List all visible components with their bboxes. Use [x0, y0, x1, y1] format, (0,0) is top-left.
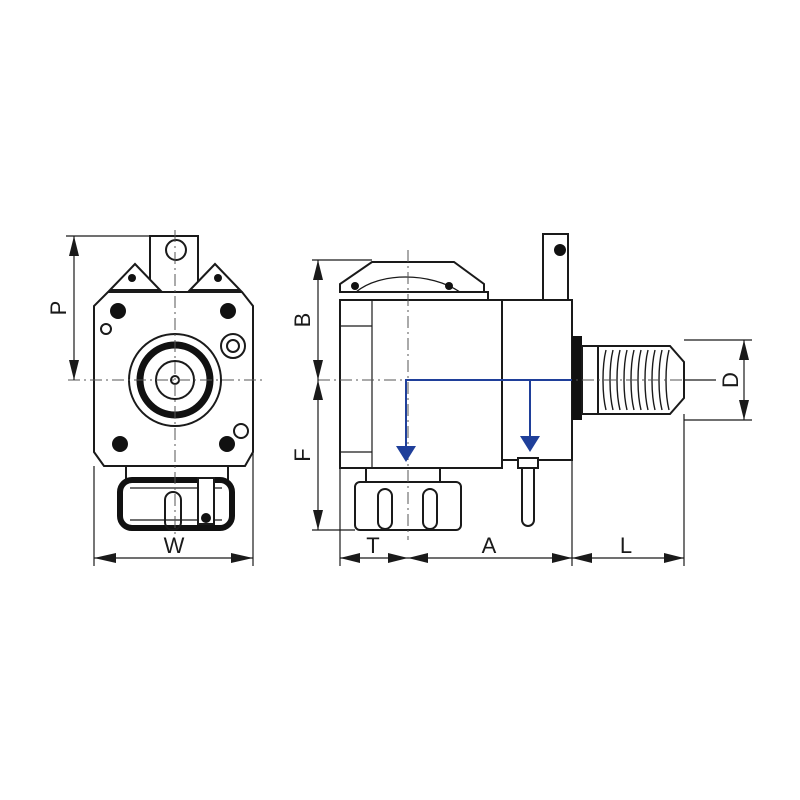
wing-dot-right [214, 274, 222, 282]
front-view [68, 230, 262, 535]
tab-hole [165, 239, 187, 261]
wing-dot-left [128, 274, 136, 282]
side-view [318, 233, 700, 540]
cap-dot-left [351, 282, 359, 290]
dim-p-arrow-top [69, 236, 79, 256]
dim-l-arrow-left [572, 553, 592, 563]
coolant-port-inner [226, 339, 240, 353]
flow-arrow-secondary [520, 436, 540, 452]
dim-l-label: L [620, 533, 632, 558]
dim-b-arrow-top [313, 260, 323, 280]
pin-head [517, 457, 539, 469]
dim-w-label: W [164, 533, 185, 558]
dim-t-label: T [366, 533, 379, 558]
side-hole-left [100, 323, 112, 335]
dim-a-arrow-right [552, 553, 572, 563]
front-pin [197, 477, 215, 525]
front-pin-dot [201, 513, 211, 523]
front-body [93, 291, 254, 467]
dim-d-label: D [718, 372, 743, 388]
dim-p-label: P [46, 301, 71, 316]
side-housing [339, 299, 503, 469]
side-nut-slot-1 [377, 488, 393, 530]
flow-arrow-main [396, 446, 416, 462]
dim-p-arrow-bottom [69, 360, 79, 380]
dimensions: P B F D W T A L [46, 235, 752, 566]
bolt-top-left [110, 303, 126, 319]
front-collet-nut [117, 477, 235, 531]
nut-slot [164, 491, 182, 531]
dim-d-arrow-top [739, 340, 749, 360]
shank-groove [616, 349, 621, 411]
dim-b-arrow-bottom [313, 360, 323, 380]
side-flag [542, 233, 569, 301]
dim-t-arrow-right [388, 553, 408, 563]
flow-line-main [405, 379, 572, 450]
side-nut-neck [365, 467, 441, 483]
shank-groove [623, 349, 628, 411]
side-nut-slot-2 [422, 488, 438, 530]
shank-groove [644, 349, 649, 411]
dim-f-arrow-top [313, 380, 323, 400]
dim-f-label: F [290, 448, 315, 461]
shank [597, 345, 685, 415]
side-pin [521, 467, 535, 527]
bolt-bottom-right [219, 436, 235, 452]
dim-a-label: A [482, 533, 497, 558]
side-hole-right [233, 423, 249, 439]
dim-w-arrow-left [94, 553, 116, 563]
dim-b-label: B [290, 313, 315, 328]
housing-top-lip [340, 291, 489, 300]
coolant-port [220, 333, 246, 359]
dim-w-arrow-right [231, 553, 253, 563]
cap-dot-right [445, 282, 453, 290]
flange [572, 336, 582, 420]
bolt-bottom-left [112, 436, 128, 452]
bolt-top-right [220, 303, 236, 319]
dim-f-arrow-bottom [313, 510, 323, 530]
dim-a-arrow-left [408, 553, 428, 563]
dim-l-arrow-right [664, 553, 684, 563]
shank-groove [602, 349, 607, 411]
flag-dot [554, 244, 566, 256]
front-top-tab [149, 235, 199, 293]
dim-t-arrow-left [340, 553, 360, 563]
dim-d-arrow-bottom [739, 400, 749, 420]
